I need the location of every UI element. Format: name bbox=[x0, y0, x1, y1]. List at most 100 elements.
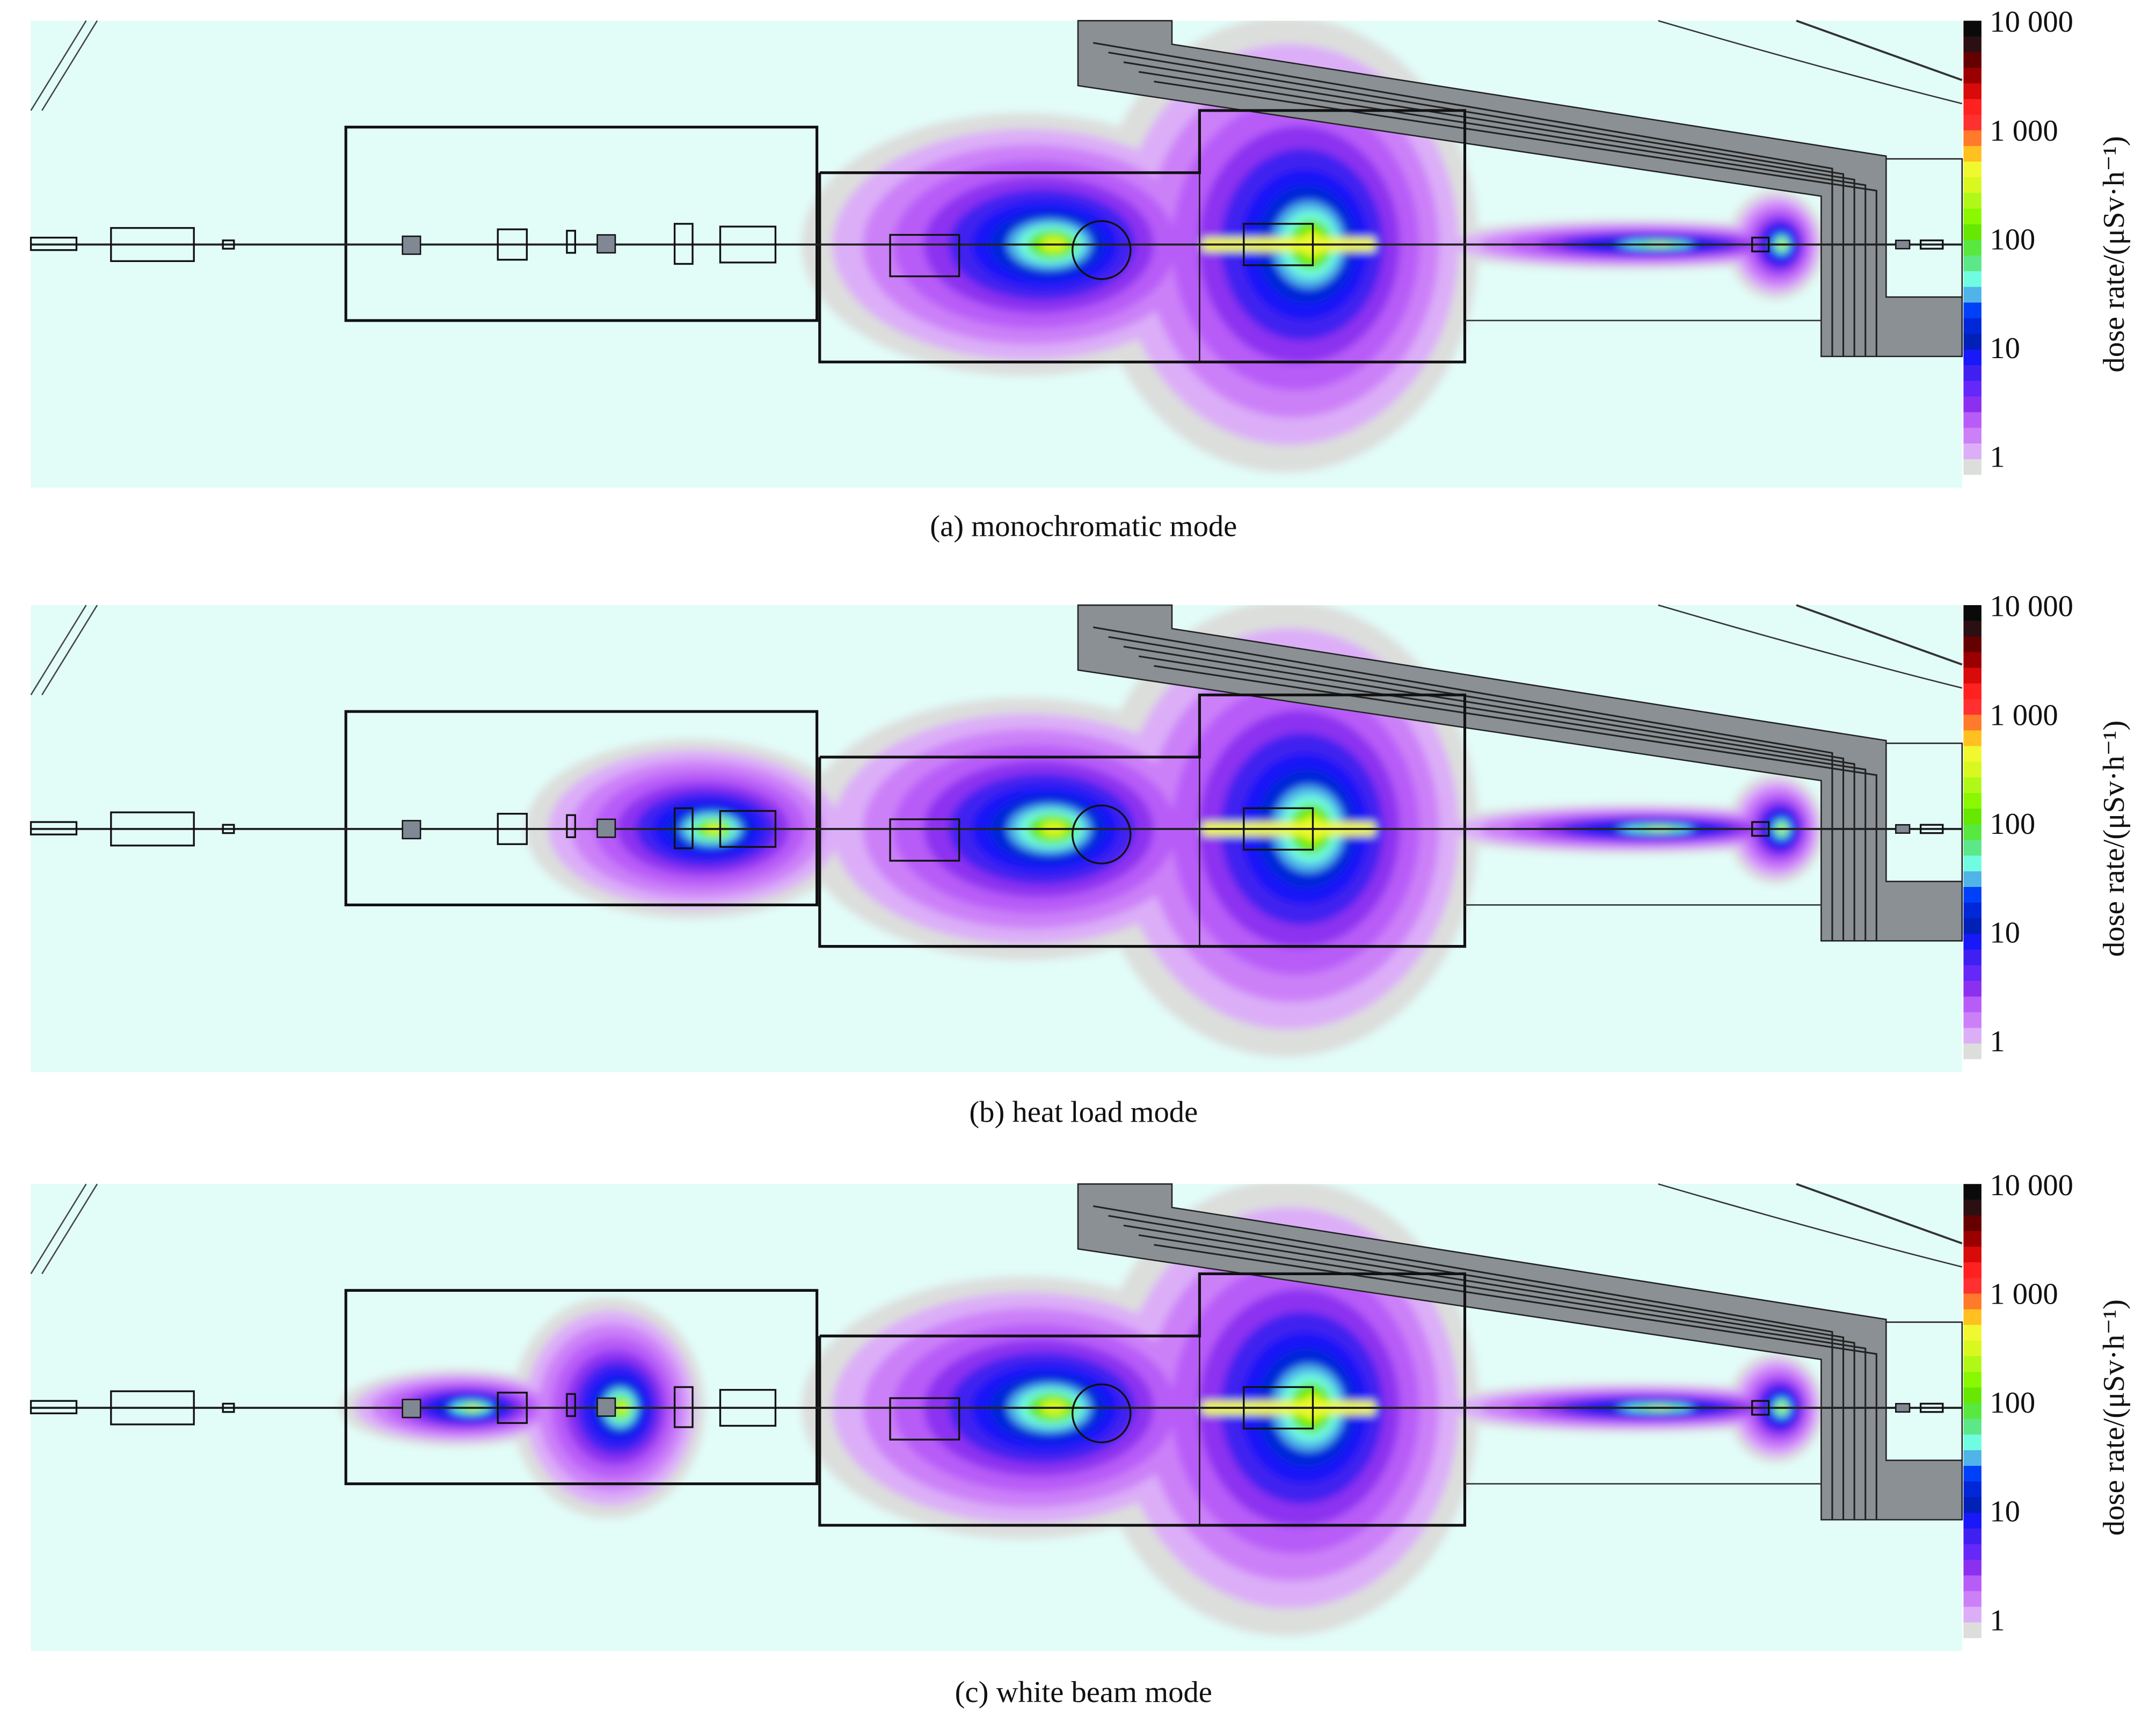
colorbar-swatch bbox=[1963, 162, 1982, 178]
colorbar-swatch bbox=[1963, 1059, 1982, 1076]
colorbar-label: dose rate/(μSv·h⁻¹) bbox=[2097, 136, 2131, 372]
colorbar-swatch bbox=[1963, 381, 1982, 397]
beamline-component-filled bbox=[1895, 1403, 1911, 1413]
shielding-layer-line bbox=[1154, 1243, 1877, 1520]
shielding-layer-line bbox=[1123, 1224, 1855, 1520]
colorbar-swatch bbox=[1963, 302, 1982, 319]
beamline-component bbox=[497, 812, 528, 845]
colorbar-tick-label: 10 bbox=[1990, 917, 2020, 950]
colorbar-swatch bbox=[1963, 1622, 1982, 1639]
boundary-curve bbox=[1658, 1183, 1963, 1268]
beamline-component-filled bbox=[596, 818, 616, 838]
colorbar-swatch bbox=[1963, 83, 1982, 100]
colorbar-label: dose rate/(μSv·h⁻¹) bbox=[2097, 1299, 2131, 1536]
colorbar-swatch bbox=[1963, 130, 1982, 147]
colorbar-tick-label: 10 000 bbox=[1990, 590, 2073, 623]
boundary-curve bbox=[1796, 604, 1963, 666]
colorbar-swatch bbox=[1963, 1450, 1982, 1467]
colorbar-tick-label: 100 bbox=[1990, 223, 2035, 256]
downstream-room bbox=[1885, 743, 1963, 882]
beamline-component bbox=[673, 1386, 694, 1428]
beamline-component-filled bbox=[402, 1399, 421, 1419]
boundary-curve bbox=[1796, 1183, 1963, 1245]
colorbar-tick-label: 10 000 bbox=[1990, 5, 2073, 39]
panel-caption: (c) white beam mode bbox=[955, 1676, 1212, 1709]
downstream-room bbox=[1885, 1321, 1963, 1461]
beamline-component bbox=[1919, 239, 1944, 250]
beamline-component bbox=[1919, 824, 1944, 834]
colorbar-swatch bbox=[1963, 792, 1982, 810]
colorbar-swatch bbox=[1963, 1012, 1982, 1029]
colorbar-swatch bbox=[1963, 824, 1982, 841]
colorbar-tick-label: 1 000 bbox=[1990, 1277, 2058, 1311]
colorbar-swatch bbox=[1963, 427, 1982, 445]
colorbar-swatch bbox=[1963, 949, 1982, 966]
boundary-curve bbox=[1658, 20, 1963, 105]
colorbar-swatch bbox=[1963, 667, 1982, 685]
panel-caption: (a) monochromatic mode bbox=[930, 510, 1237, 543]
colorbar-swatch bbox=[1963, 855, 1982, 872]
colorbar-swatch bbox=[1963, 777, 1982, 794]
wall-line bbox=[41, 1183, 98, 1275]
colorbar-swatch bbox=[1963, 271, 1982, 288]
colorbar-swatch bbox=[1963, 980, 1982, 998]
beamline-component bbox=[566, 814, 577, 839]
colorbar-swatch bbox=[1963, 412, 1982, 429]
wall-line bbox=[41, 605, 98, 695]
beamline-component bbox=[110, 227, 195, 262]
beamline-component bbox=[566, 1393, 577, 1417]
colorbar-swatch bbox=[1963, 903, 1982, 919]
wall-line bbox=[41, 20, 98, 111]
colorbar-swatch bbox=[1963, 224, 1982, 241]
colorbar-swatch bbox=[1963, 1215, 1982, 1232]
panel-caption: (b) heat load mode bbox=[969, 1095, 1198, 1129]
optics-hutch-1 bbox=[344, 1289, 819, 1486]
colorbar-swatch bbox=[1963, 146, 1982, 163]
beamline-component bbox=[1751, 236, 1770, 252]
shielding-layer-line bbox=[1123, 645, 1855, 941]
colorbar-tick-label: 1 000 bbox=[1990, 699, 2058, 732]
colorbar-tick-label: 10 bbox=[1990, 1495, 2020, 1529]
beamline-component bbox=[497, 228, 528, 261]
colorbar-swatch bbox=[1963, 350, 1982, 366]
colorbar-swatch bbox=[1963, 886, 1982, 904]
colorbar-swatch bbox=[1963, 1199, 1982, 1216]
optics-hutch-1 bbox=[344, 710, 819, 906]
beamline-component bbox=[889, 818, 960, 862]
colorbar-swatch bbox=[1963, 1497, 1982, 1514]
colorbar-swatch bbox=[1963, 20, 1982, 38]
beamline-component bbox=[889, 234, 960, 278]
colorbar-swatch bbox=[1963, 840, 1982, 856]
beamline-component bbox=[719, 1388, 777, 1427]
colorbar-swatch bbox=[1963, 1043, 1982, 1060]
colorbar-swatch bbox=[1963, 1340, 1982, 1357]
colorbar-swatch bbox=[1963, 177, 1982, 194]
shielding-layer-line bbox=[1093, 42, 1833, 357]
colorbar-tick-label: 1 bbox=[1990, 1604, 2005, 1637]
colorbar-swatch bbox=[1963, 809, 1982, 825]
colorbar-swatch bbox=[1963, 997, 1982, 1013]
colorbar-swatch bbox=[1963, 1231, 1982, 1248]
shielding-layer-line bbox=[1154, 665, 1877, 941]
colorbar-tick-label: 100 bbox=[1990, 1386, 2035, 1420]
beamline-component-filled bbox=[1895, 239, 1911, 250]
beamline-component bbox=[110, 811, 195, 847]
colorbar-tick-label: 10 bbox=[1990, 332, 2020, 365]
colorbar-swatch bbox=[1963, 1419, 1982, 1436]
beamline-component bbox=[1243, 807, 1314, 851]
beamline-component bbox=[719, 810, 777, 848]
colorbar-swatch bbox=[1963, 193, 1982, 209]
colorbar-swatch bbox=[1963, 699, 1982, 716]
colorbar-swatch bbox=[1963, 730, 1982, 747]
colorbar-swatch bbox=[1963, 761, 1982, 779]
colorbar-swatch bbox=[1963, 208, 1982, 225]
beamline-component bbox=[719, 226, 777, 264]
optics-hutch-1 bbox=[344, 126, 819, 322]
colorbar-label: dose rate/(μSv·h⁻¹) bbox=[2097, 721, 2131, 957]
colorbar-swatch bbox=[1963, 1606, 1982, 1624]
